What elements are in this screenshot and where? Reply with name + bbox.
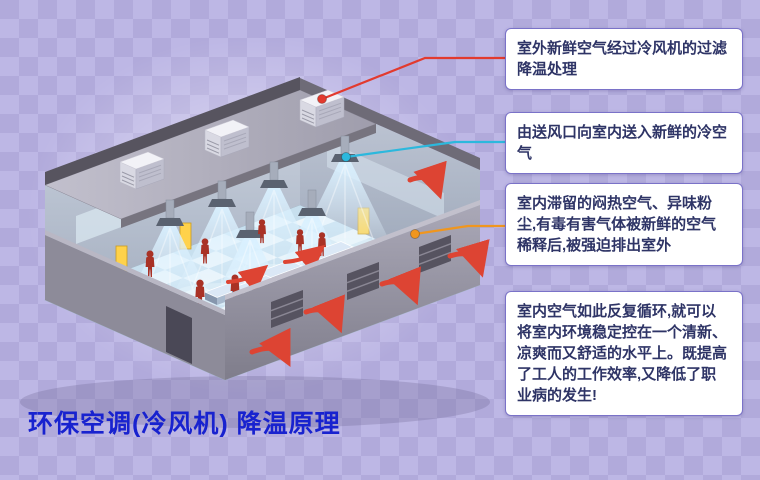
doorway [166,306,192,364]
ground-shadow [20,376,490,428]
callout-3-connector-line [414,224,505,236]
exhaust-arrow-icon [379,266,421,306]
exhaust-arrow-icon [407,160,447,200]
exhaust-vent [270,290,304,328]
exhaust-vent [346,262,380,300]
building-illustration [20,77,490,428]
front-left-wall [45,230,225,380]
callout-1-connector-dot [317,94,327,104]
exhaust-arrow-icon [303,294,345,334]
exhaust-arrow-icon [447,239,490,278]
roof-parapet [300,78,480,170]
page-title: 环保空调(冷风机) 降温原理 [28,410,341,438]
callout-text: 室外新鲜空气经过冷风机的过滤降温处理 [517,40,728,78]
callout-2-connector-line [345,140,505,159]
callout-2-connector-dot [341,152,351,162]
roof [44,77,480,228]
callout-supply-cold-air: 由送风口向室内送入新鲜的冷空气 [505,112,743,174]
callout-text: 室内滞留的闷热空气、异味粉尘,有毒有害气体被新鲜的空气稀释后,被强迫排出室外 [517,195,717,254]
callout-text: 室内空气如此反复循环,就可以将室内环境稳定控在一个清新、凉爽而又舒适的水平上。既… [517,303,728,404]
callout-outdoor-air-filtering: 室外新鲜空气经过冷风机的过滤降温处理 [505,28,743,90]
callout-text: 由送风口向室内送入新鲜的冷空气 [517,124,728,162]
callout-3-connector-dot [410,229,420,239]
indoor-air-arrows [226,244,326,294]
callout-exhaust-stale-air: 室内滞留的闷热空气、异味粉尘,有毒有害气体被新鲜的空气稀释后,被强迫排出室外 [505,183,743,266]
exhaust-arrows [249,160,490,367]
callout-circulation-benefits: 室内空气如此反复循环,就可以将室内环境稳定控在一个清新、凉爽而又舒适的水平上。既… [505,291,743,416]
exhaust-vent [418,235,452,273]
exhaust-arrow-icon [226,264,269,294]
exhaust-arrow-icon [249,327,291,367]
roof-parapet [45,77,300,185]
callout-1-connector-line [321,56,505,101]
exhaust-arrow-icon [283,244,326,274]
